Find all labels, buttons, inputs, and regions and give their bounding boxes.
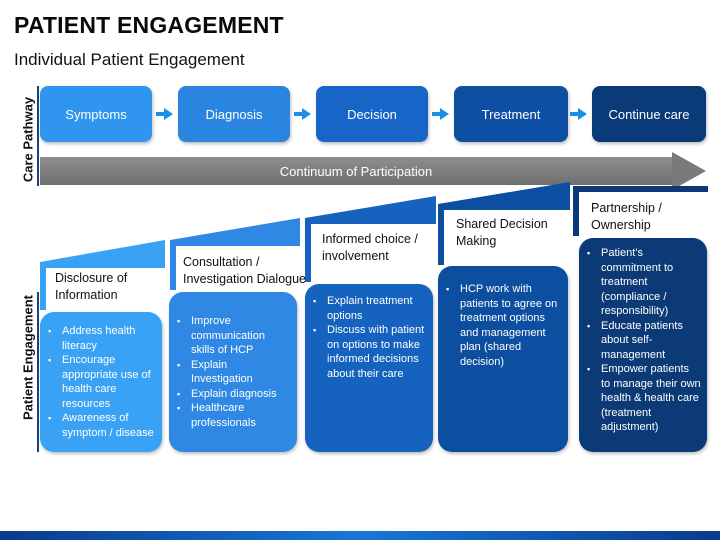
- list-item: Address health literacy: [48, 324, 156, 353]
- list-item: Educate patients about self-management: [587, 319, 701, 363]
- arrow-right-icon: [578, 108, 587, 120]
- stage-symptoms: Symptoms: [40, 86, 152, 142]
- care-pathway-divider: [37, 86, 39, 186]
- step-details-consultation: Improve communication skills of HCP Expl…: [169, 292, 297, 452]
- continuum-label: Continuum of Participation: [279, 163, 433, 179]
- list-item: Encourage appropriate use of health care…: [48, 353, 156, 411]
- page-title: PATIENT ENGAGEMENT: [14, 12, 284, 38]
- arrow-right-icon: [294, 112, 302, 116]
- list-item: Explain treatment options: [313, 294, 427, 323]
- step-details-partnership: Patient’s commitment to treatment (compl…: [579, 238, 707, 452]
- step-name-shared-decision: Shared Decision Making: [456, 217, 548, 248]
- step-name-consultation: Consultation / Investigation Dialogue: [183, 255, 306, 286]
- list-item: Explain Investigation: [177, 358, 291, 387]
- arrow-right-icon: [156, 112, 164, 116]
- stage-decision: Decision: [316, 86, 428, 142]
- step-bracket-1: [40, 240, 165, 310]
- step-details-informed-choice: Explain treatment options Discuss with p…: [305, 284, 433, 452]
- patient-engagement-divider: [37, 292, 39, 452]
- arrow-right-icon: [570, 112, 578, 116]
- list-item: Healthcare professionals: [177, 401, 291, 430]
- list-item: Explain diagnosis: [177, 387, 291, 402]
- stage-label: Diagnosis: [205, 106, 263, 122]
- step-details-shared-decision: HCP work with patients to agree on treat…: [438, 266, 568, 452]
- step-bracket-3: [305, 196, 436, 282]
- footer-bar: [0, 531, 720, 540]
- stage-label: Symptoms: [65, 106, 127, 122]
- list-item: Improve communication skills of HCP: [177, 314, 291, 358]
- step-name-informed-choice: Informed choice / involvement: [322, 232, 418, 263]
- stage-continue-care: Continue care: [592, 86, 706, 142]
- arrow-right-icon: [432, 112, 440, 116]
- continuum-arrow-head: [672, 152, 706, 190]
- stage-label: Continue care: [608, 106, 690, 122]
- stage-treatment: Treatment: [454, 86, 568, 142]
- list-item: Awareness of symptom / disease: [48, 411, 156, 440]
- list-item: Empower patients to manage their own hea…: [587, 362, 701, 435]
- page-subtitle: Individual Patient Engagement: [14, 50, 245, 69]
- step-name-disclosure: Disclosure of Information: [55, 271, 128, 302]
- stage-label: Treatment: [481, 106, 541, 122]
- arrow-right-icon: [164, 108, 173, 120]
- step-bracket-5: [573, 186, 708, 236]
- continuum-arrow: Continuum of Participation: [40, 157, 672, 185]
- step-details-disclosure: Address health literacy Encourage approp…: [40, 312, 162, 452]
- arrow-right-icon: [302, 108, 311, 120]
- arrow-right-icon: [440, 108, 449, 120]
- stage-label: Decision: [347, 106, 397, 122]
- list-item: HCP work with patients to agree on treat…: [446, 282, 562, 369]
- list-item: Patient’s commitment to treatment (compl…: [587, 246, 701, 319]
- list-item: Discuss with patient on options to make …: [313, 323, 427, 381]
- step-bracket-4: [438, 182, 570, 265]
- step-bracket-2: [170, 218, 300, 290]
- step-name-partnership: Partnership / Ownership: [591, 201, 662, 232]
- stage-diagnosis: Diagnosis: [178, 86, 290, 142]
